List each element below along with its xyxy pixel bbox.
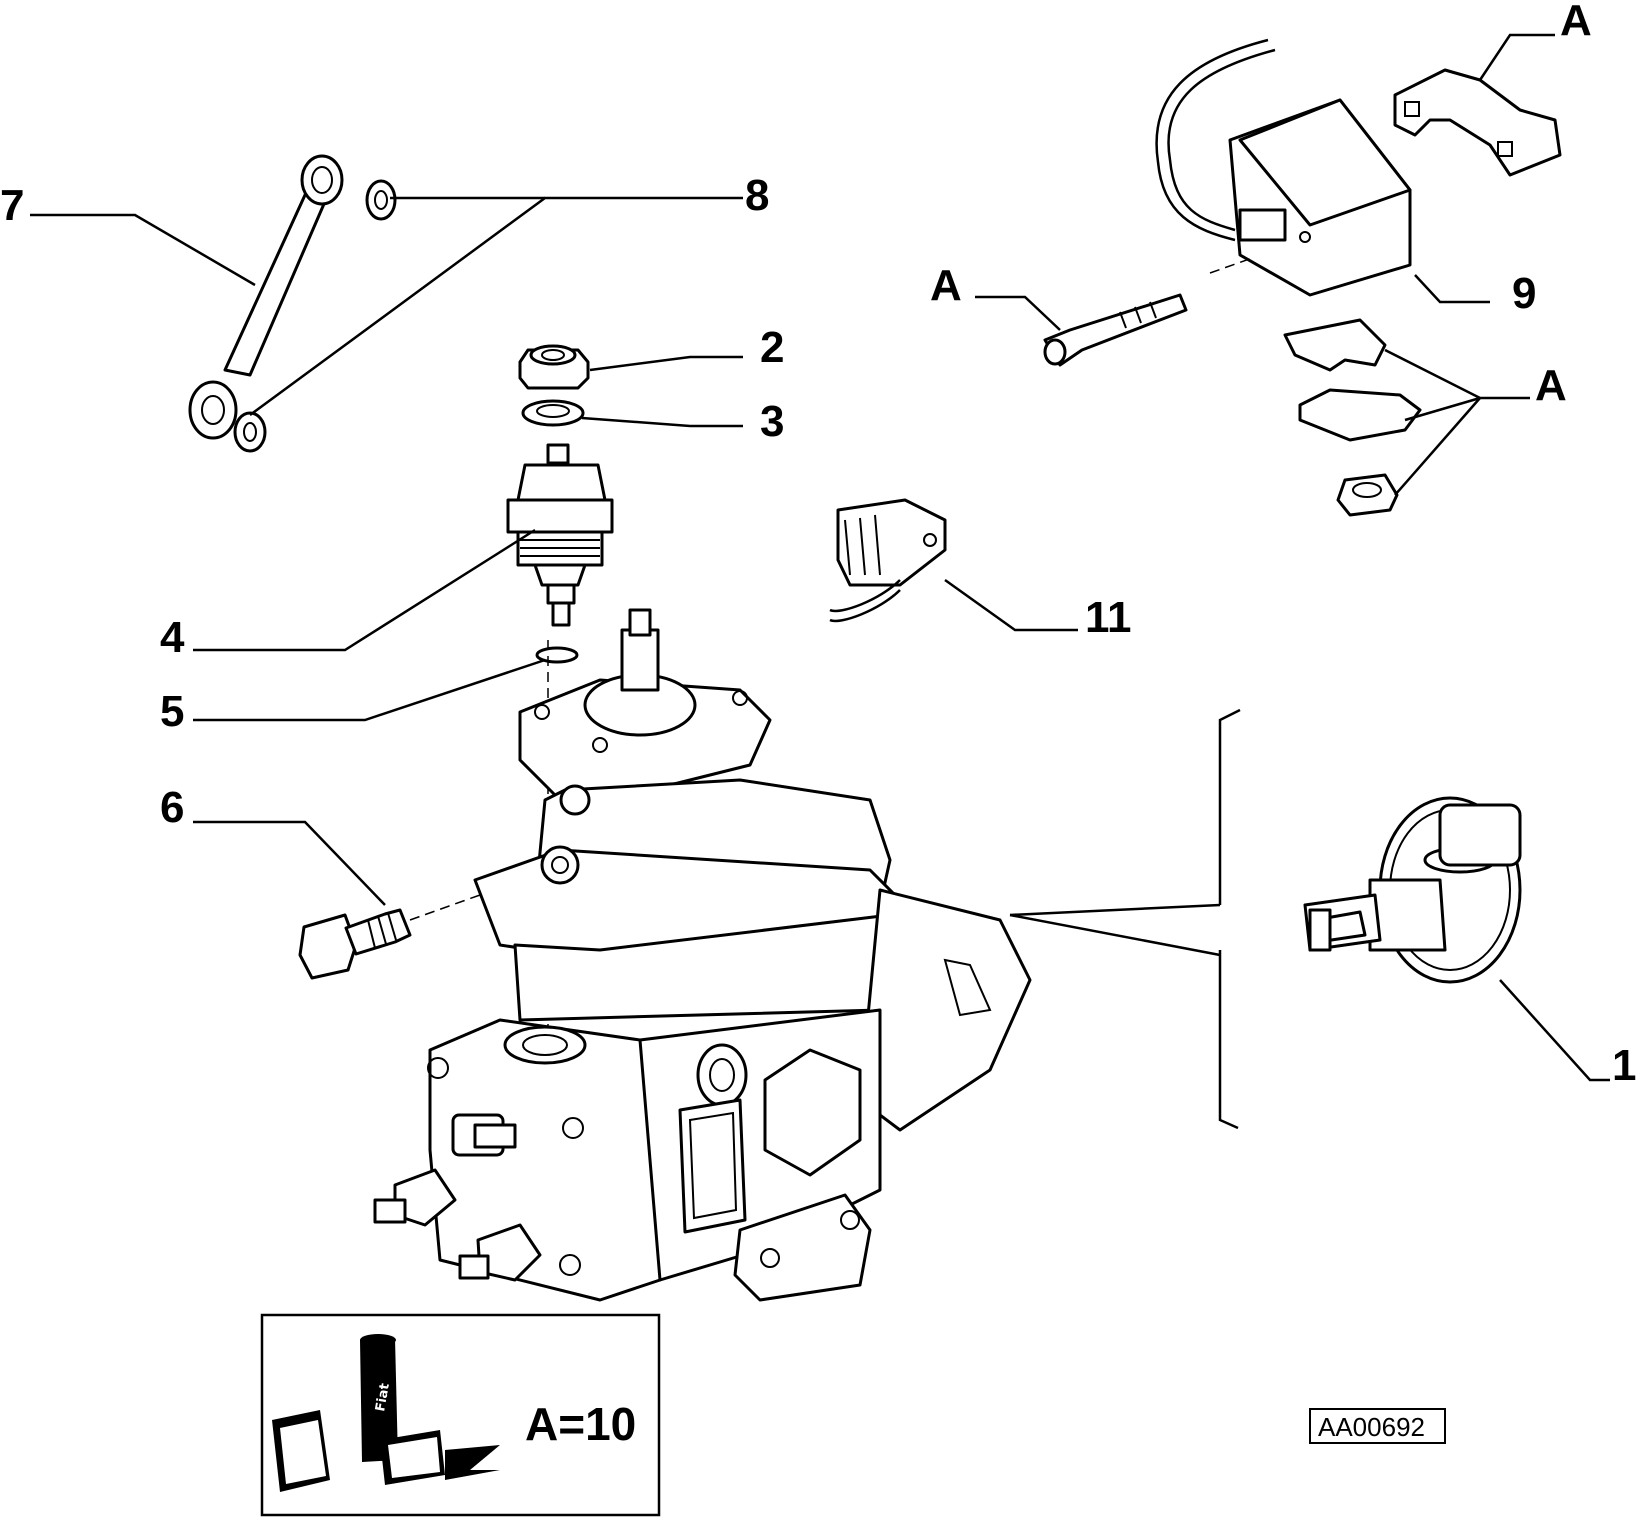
part-2-nut: [518, 344, 590, 390]
legend-text: A=10: [525, 1398, 636, 1450]
reference-code: AA00692: [1318, 1412, 1425, 1442]
lubricant-package-icon: Fiat: [272, 1334, 500, 1492]
stud-a: [1043, 293, 1188, 367]
package-label: Fiat: [373, 1382, 393, 1413]
callout-2: 2: [760, 323, 784, 372]
legend-box: Fiat A=10: [260, 1313, 661, 1517]
callout-4: 4: [160, 613, 185, 662]
injection-pump-body: [373, 608, 1032, 1302]
callout-7: 7: [0, 181, 24, 230]
leader-lines: [30, 33, 1610, 1082]
part-1-actuator-detail: [1218, 708, 1522, 1130]
callout-a-bracket: A: [1535, 361, 1567, 410]
part-8-washers: [233, 179, 397, 453]
callout-9: 9: [1512, 269, 1536, 318]
brackets-a: [1283, 318, 1422, 517]
callout-6: 6: [160, 783, 184, 832]
part-7-linkage-rod: [188, 154, 344, 440]
callout-5: 5: [160, 687, 184, 736]
callout-8: 8: [745, 171, 769, 220]
part-6-bolt: [298, 869, 551, 980]
callout-1: 1: [1612, 1041, 1636, 1090]
reference-code-box: AA00692: [1309, 1408, 1446, 1444]
callout-11: 11: [1085, 593, 1132, 642]
callout-a-stud: A: [930, 261, 962, 310]
part-3-washer: [521, 399, 585, 427]
part-4-stop-solenoid: [506, 443, 614, 627]
callout-3: 3: [760, 397, 784, 446]
callout-a-top: A: [1560, 0, 1592, 45]
bracket-a-top: [1393, 68, 1562, 177]
part-11-microswitch: [829, 498, 947, 623]
part-9-solenoid-coil: [1155, 38, 1412, 297]
